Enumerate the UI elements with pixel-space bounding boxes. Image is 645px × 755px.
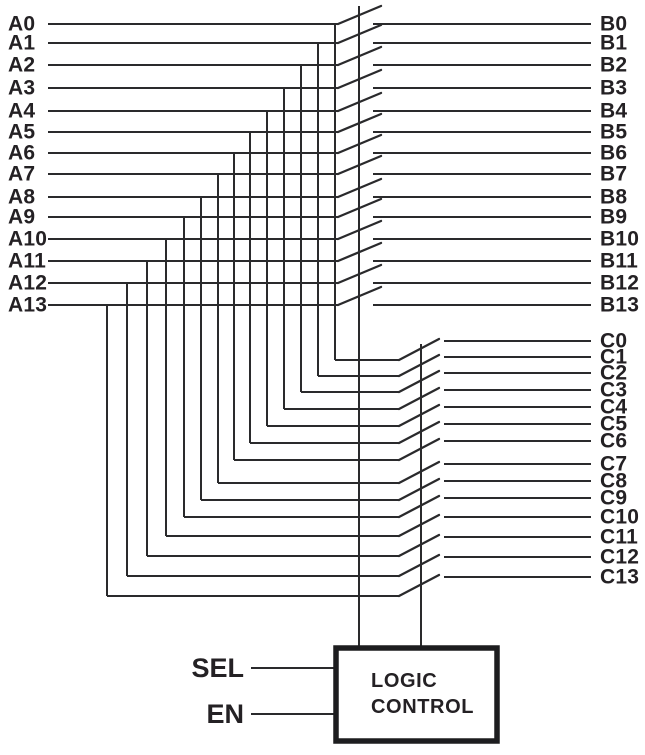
c-switch-blade-4: [397, 403, 441, 428]
a-port-label-4: A4: [8, 100, 35, 123]
b-port-label-13: B13: [600, 294, 639, 317]
c-switch-blade-10: [397, 513, 441, 538]
b-port-label-11: B11: [600, 250, 638, 273]
a-port-label-3: A3: [8, 77, 35, 100]
logic-control-label-line1: LOGIC: [371, 670, 437, 692]
c-switch-blade-2: [397, 369, 441, 394]
c-port-label-1: C1: [600, 346, 627, 369]
a-port-label-11: A11: [8, 250, 46, 273]
c-port-label-8: C8: [600, 470, 627, 493]
c-switch-blade-9: [397, 494, 441, 519]
c-port-label-10: C10: [600, 506, 639, 529]
a-port-label-10: A10: [8, 228, 47, 251]
b-port-label-4: B4: [600, 100, 627, 123]
a-port-label-9: A9: [8, 206, 35, 229]
b-port-label-5: B5: [600, 121, 627, 144]
b-port-label-12: B12: [600, 272, 639, 295]
b-port-label-2: B2: [600, 54, 627, 77]
b-port-label-9: B9: [600, 206, 627, 229]
c-switch-blade-5: [397, 420, 441, 445]
a-port-label-12: A12: [8, 272, 47, 295]
c-port-label-3: C3: [600, 379, 627, 402]
c-switch-blade-1: [397, 353, 441, 378]
b-port-label-7: B7: [600, 163, 627, 186]
c-port-label-6: C6: [600, 430, 627, 453]
c-port-label-7: C7: [600, 453, 627, 476]
b-port-label-8: B8: [600, 186, 627, 209]
b-port-label-1: B1: [600, 32, 627, 55]
a-port-label-5: A5: [8, 121, 35, 144]
logic-control-label-line2: CONTROL: [371, 696, 474, 718]
c-switch-blade-0: [397, 337, 441, 362]
b-port-label-3: B3: [600, 77, 627, 100]
c-port-label-12: C12: [600, 546, 639, 569]
b-port-label-10: B10: [600, 228, 639, 251]
sel-label: SEL: [191, 653, 244, 683]
c-switch-blade-11: [397, 533, 441, 558]
c-port-label-5: C5: [600, 413, 627, 436]
b-port-label-6: B6: [600, 142, 627, 165]
a-port-label-13: A13: [8, 294, 47, 317]
c-port-label-9: C9: [600, 487, 627, 510]
a-port-label-0: A0: [8, 13, 35, 36]
a-port-label-1: A1: [8, 32, 35, 55]
c-switch-blade-8: [397, 477, 441, 502]
c-switch-blade-7: [397, 460, 441, 485]
logic-control-box: [333, 645, 500, 744]
c-port-label-0: C0: [600, 330, 627, 353]
c-switch-blade-6: [397, 437, 441, 462]
en-label: EN: [206, 699, 244, 729]
c-switch-blade-3: [397, 386, 441, 411]
a-port-label-7: A7: [8, 163, 35, 186]
c-port-label-2: C2: [600, 362, 627, 385]
b-port-label-0: B0: [600, 13, 627, 36]
a-port-label-2: A2: [8, 54, 35, 77]
c-switch-blade-13: [397, 573, 441, 598]
a-port-label-8: A8: [8, 186, 35, 209]
c-port-label-11: C11: [600, 526, 638, 549]
c-port-label-4: C4: [600, 396, 627, 419]
a-port-label-6: A6: [8, 142, 35, 165]
c-switch-blade-12: [397, 553, 441, 578]
c-port-label-13: C13: [600, 566, 639, 589]
